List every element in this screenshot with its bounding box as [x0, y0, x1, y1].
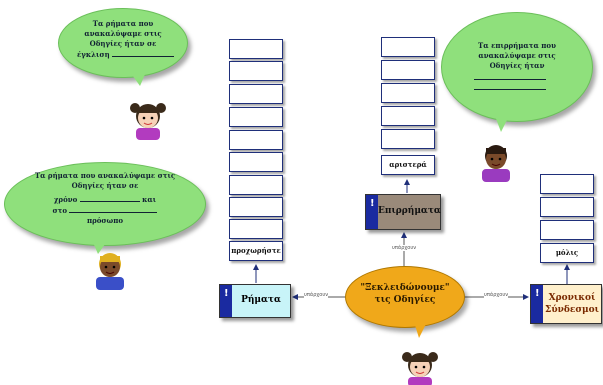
- blank-cell[interactable]: [229, 84, 283, 104]
- blank-cell[interactable]: [229, 219, 283, 239]
- bubble-text-line: πρόσωπο: [86, 216, 124, 225]
- bubble-tail: [130, 72, 146, 86]
- blank-line: [79, 194, 140, 202]
- blank-cell[interactable]: [229, 175, 283, 195]
- bubble-tail: [495, 116, 509, 132]
- bubble-text-line: και: [142, 195, 157, 204]
- blank-cell[interactable]: [540, 197, 594, 217]
- verbs-node[interactable]: ! Ρήματα: [219, 284, 291, 318]
- center-node-tail: [414, 322, 427, 338]
- blank-cell[interactable]: [540, 220, 594, 240]
- girl-avatar-top: [130, 103, 166, 140]
- example-cell-adverb: αριστερά: [381, 155, 435, 175]
- bubble-text-line: Τα επιρρήματα που: [478, 41, 556, 50]
- speech-bubble-top-left: Τα ρήματα που ανακαλύψαμε στις Οδηγίες ή…: [58, 8, 188, 78]
- center-node[interactable]: "Ξεκλειδώνουμε" τις Οδηγίες: [345, 266, 465, 328]
- blank-cell[interactable]: [229, 39, 283, 59]
- blank-cell[interactable]: [229, 61, 283, 81]
- blank-cell[interactable]: [229, 152, 283, 172]
- verbs-label: Ρήματα: [241, 295, 281, 305]
- blank-cell[interactable]: [381, 83, 435, 103]
- boy-avatar-right: [482, 145, 510, 182]
- exclamation-icon: !: [370, 198, 375, 209]
- link-label-left: υπάρχουν: [304, 292, 329, 298]
- bubble-text-line: Οδηγίες ήταν σε: [89, 39, 157, 48]
- center-title-line2: τις Οδηγίες: [374, 295, 436, 305]
- bubble-text-line: ανακαλύψαμε στις: [84, 29, 162, 38]
- bubble-tail: [92, 240, 108, 254]
- boy-avatar-left: [96, 253, 124, 290]
- adverbs-node[interactable]: ! Επιρρήματα: [365, 194, 441, 230]
- adverbs-label: Επιρρήματα: [378, 206, 441, 216]
- exclamation-icon: !: [535, 288, 540, 299]
- conjunctions-label-1: Χρονικοί: [548, 293, 596, 303]
- bubble-text-line: Τα ρήματα που ανακαλύψαμε στις: [34, 171, 176, 180]
- bubble-text-line: Τα ρήματα που: [92, 19, 154, 28]
- bubble-text-line: Οδηγίες ήταν: [489, 61, 545, 70]
- center-title-line1: "Ξεκλειδώνουμε": [360, 283, 450, 293]
- bubble-text-line: χρόνο: [53, 195, 78, 204]
- bubble-text-line: Οδηγίες ήταν σε: [71, 181, 139, 190]
- bubble-text-line: στο: [52, 206, 68, 215]
- blank-cell[interactable]: [540, 174, 594, 194]
- blank-cell[interactable]: [381, 106, 435, 126]
- blank-cell[interactable]: [381, 37, 435, 57]
- blank-line: [69, 205, 158, 213]
- link-label-right: υπάρχουν: [484, 292, 509, 298]
- blank-cell[interactable]: [381, 129, 435, 149]
- blank-cell[interactable]: [229, 130, 283, 150]
- blank-line: [112, 49, 175, 57]
- blank-cell[interactable]: [229, 197, 283, 217]
- example-cell-conjunction: μόλις: [540, 243, 594, 263]
- blank-line: [474, 89, 546, 90]
- exclamation-icon: !: [224, 288, 229, 299]
- blank-cell[interactable]: [229, 107, 283, 127]
- example-cell-verb: προχωρήστε: [229, 241, 283, 261]
- speech-bubble-top-right: Τα επιρρήματα που ανακαλύψαμε στις Οδηγί…: [441, 12, 593, 122]
- conjunctions-label-2: Σύνδεσμοι: [545, 305, 599, 315]
- blank-cell[interactable]: [381, 60, 435, 80]
- bubble-text-line: ανακαλύψαμε στις: [478, 51, 556, 60]
- blank-line: [474, 79, 546, 80]
- bubble-text-line: έγκλιση: [77, 50, 110, 59]
- speech-bubble-mid-left: Τα ρήματα που ανακαλύψαμε στις Οδηγίες ή…: [4, 162, 206, 246]
- conjunctions-node[interactable]: ! Χρονικοί Σύνδεσμοι: [530, 284, 602, 324]
- girl-avatar-bottom: [402, 352, 438, 385]
- link-label-up: υπάρχουν: [392, 245, 417, 251]
